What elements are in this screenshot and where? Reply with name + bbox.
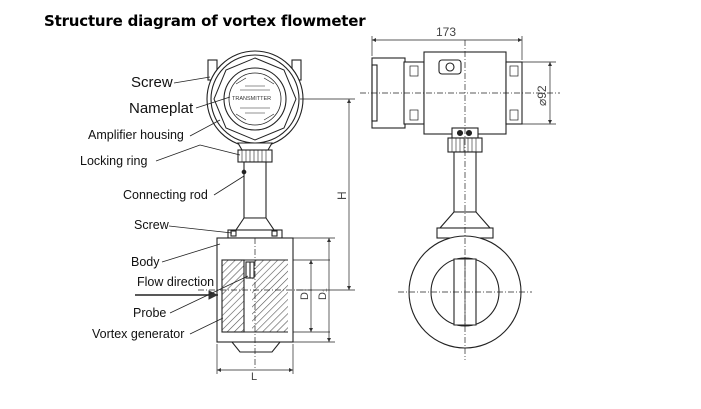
dim-width-text: 173 <box>436 25 456 39</box>
label-locking-ring: Locking ring <box>80 154 148 168</box>
dimension-lines-right <box>371 36 556 125</box>
label-vortex-generator: Vortex generator <box>92 327 185 341</box>
dim-diameter-text: ⌀92 <box>535 85 549 106</box>
dimension-lines-left <box>216 98 355 374</box>
nameplate-transmitter-text: TRANSMITTER <box>232 96 271 102</box>
label-connecting-rod: Connecting rod <box>123 188 208 202</box>
dim-L-text: L <box>251 371 257 383</box>
label-body: Body <box>131 255 160 269</box>
label-flow-direction: Flow direction <box>137 275 215 289</box>
label-screw-top: Screw <box>131 74 173 91</box>
dim-D-text: D <box>299 292 311 300</box>
leader-lines <box>155 76 249 335</box>
housing-side-view <box>360 40 560 360</box>
dim-D1-text: D₁ <box>317 288 329 300</box>
diagram-title: Structure diagram of vortex flowmeter <box>44 12 366 30</box>
dim-height-text: H <box>335 191 349 200</box>
label-amplifier-housing: Amplifier housing <box>88 128 184 142</box>
label-screw-lower: Screw <box>134 218 169 232</box>
label-nameplate: Nameplat <box>129 100 194 117</box>
housing-front-view: TRANSMITTER <box>198 50 312 370</box>
label-probe: Probe <box>133 306 167 320</box>
